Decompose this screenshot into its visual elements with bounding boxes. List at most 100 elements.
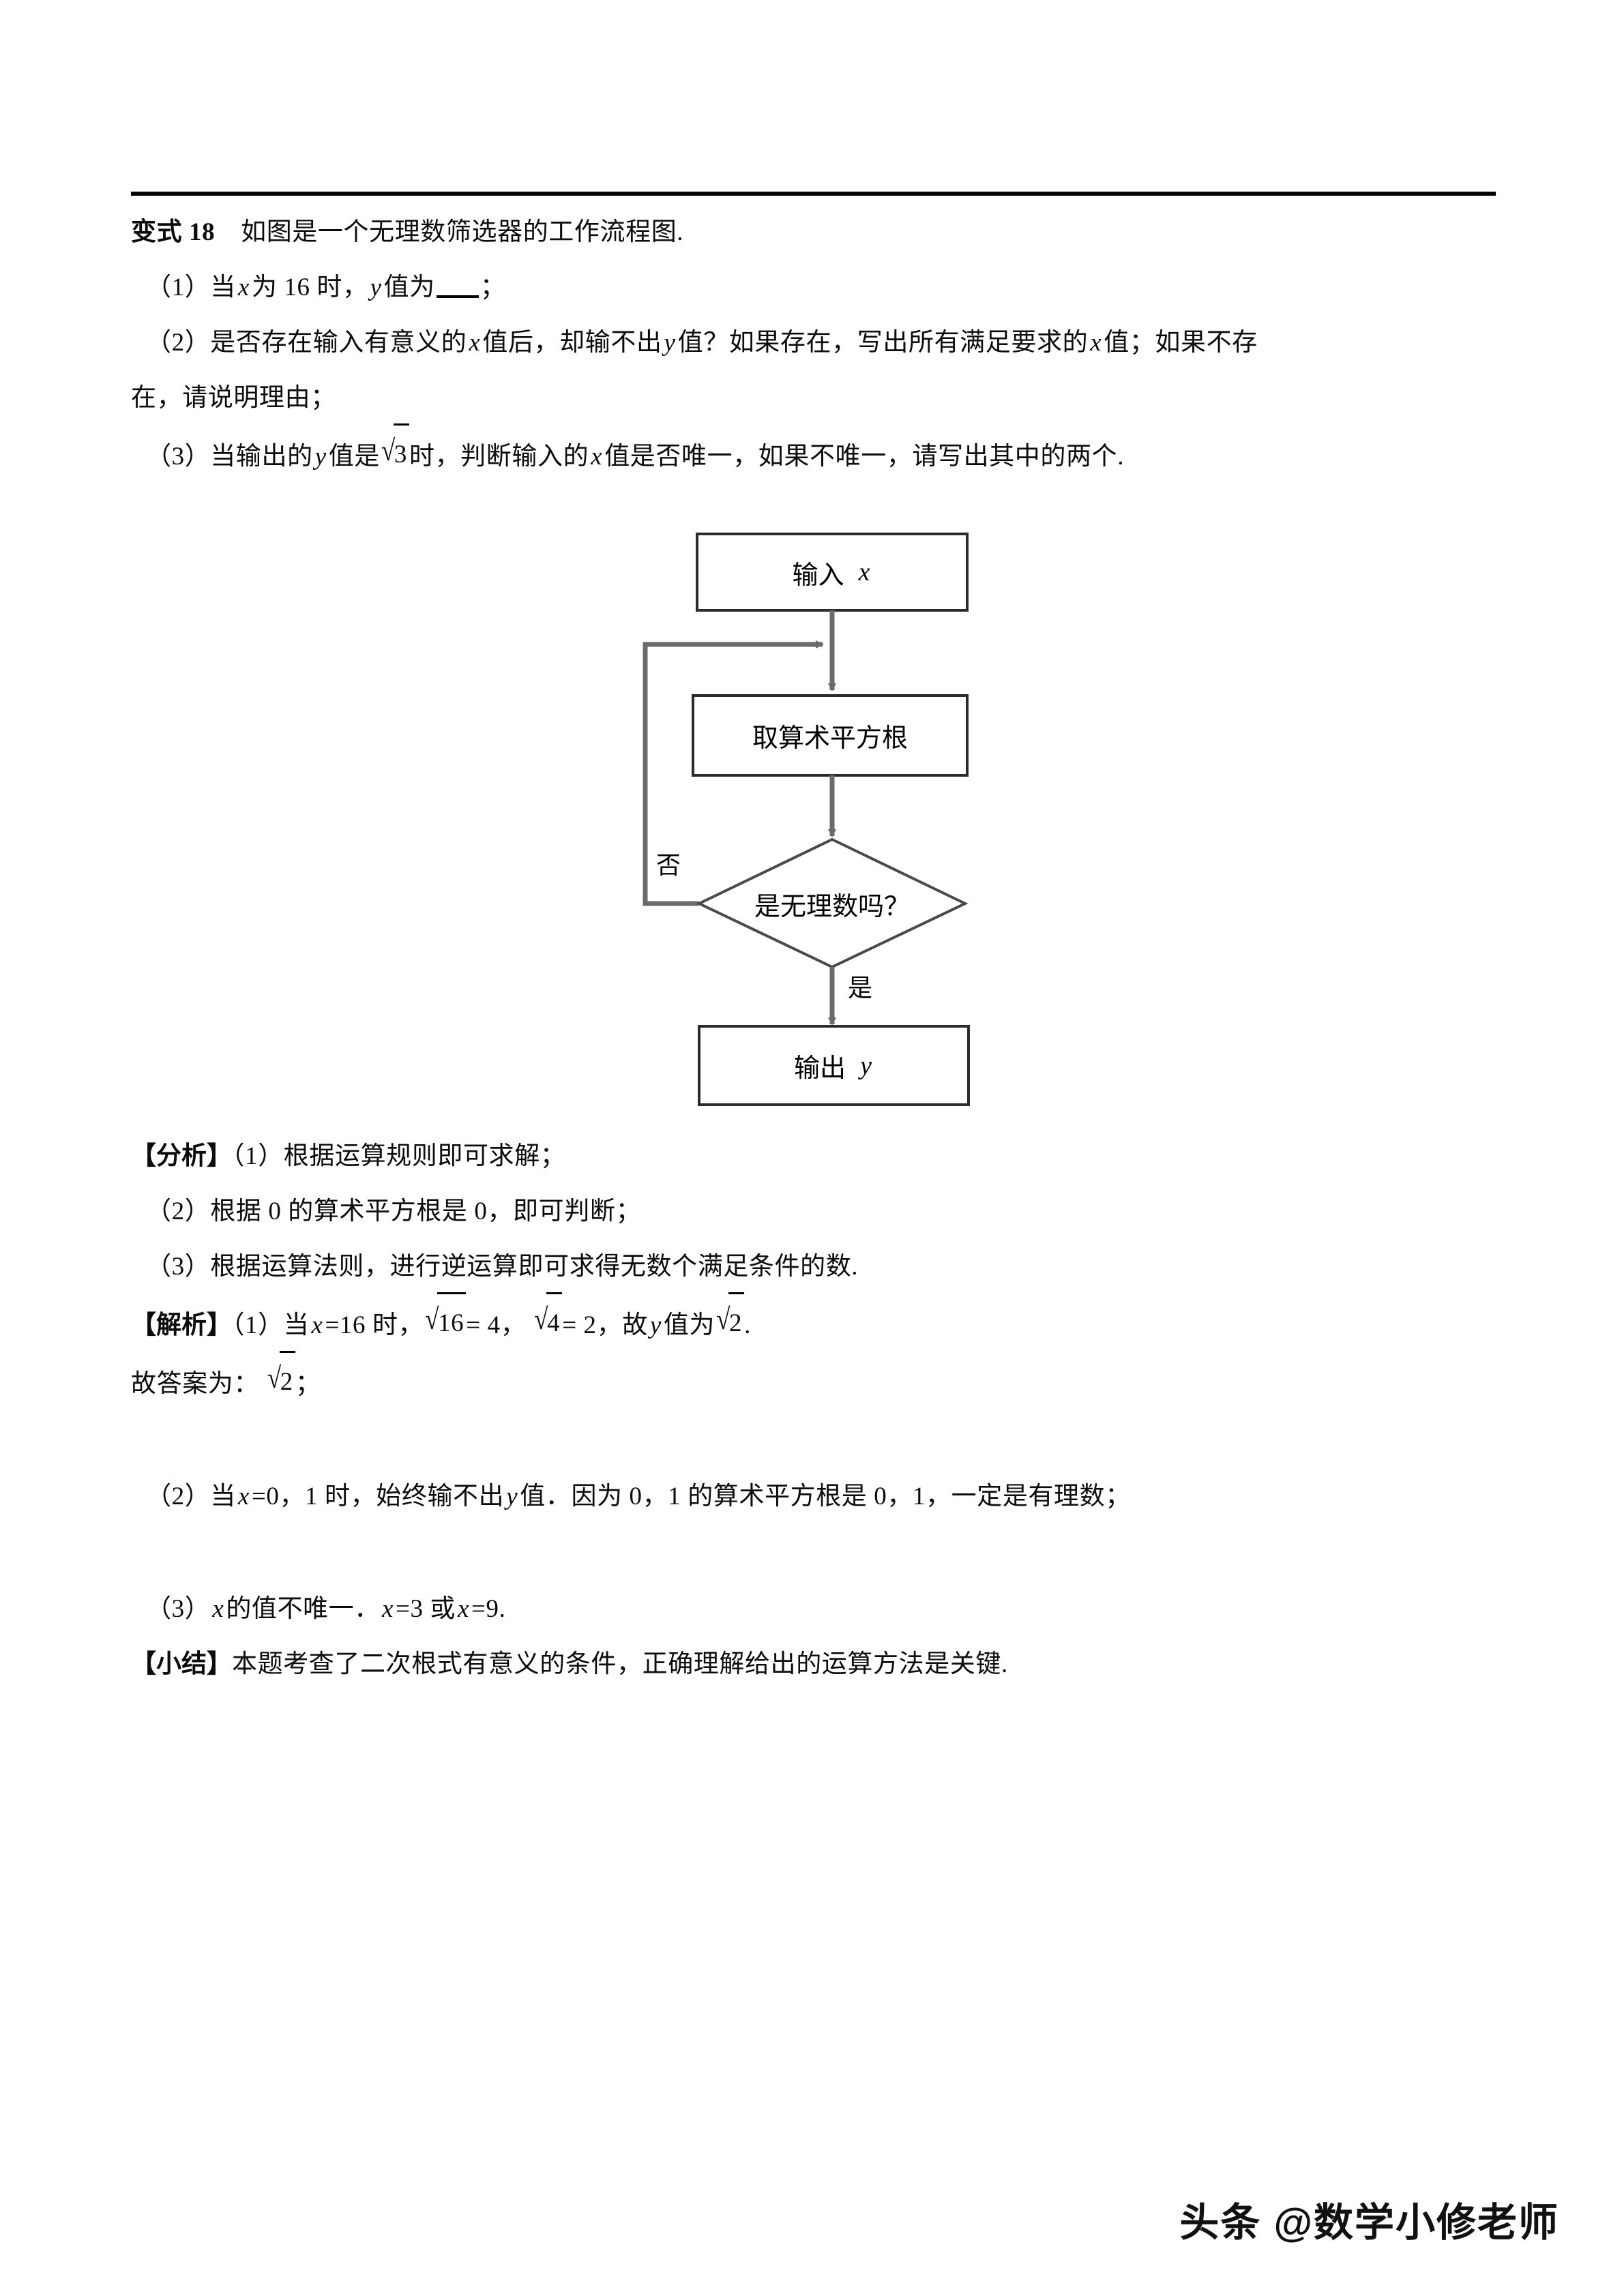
- variable-y: y: [370, 273, 382, 301]
- analysis-text-1: （1）根据运算规则即可求解；: [232, 1142, 566, 1170]
- question-2-line-1: （2）是否存在输入有意义的x值后，却输不出y值？如果存在，写出所有满足要求的x值…: [131, 315, 1502, 370]
- footer-watermark: 头条 @数学小修老师: [1179, 2201, 1559, 2245]
- solution-1-period: .: [744, 1311, 751, 1339]
- variable-x: x: [237, 273, 250, 301]
- summary-line: 【小结】本题考查了二次根式有意义的条件，正确理解给出的运算方法是关键.: [131, 1637, 1502, 1692]
- solution-2-part-b: =0，1 时，始终输不出: [251, 1482, 505, 1510]
- solution-answer-line: 故答案为： √2；: [131, 1351, 1502, 1412]
- flow-edge-label-yes: 是: [848, 974, 873, 1002]
- analysis-line-1: 【分析】（1）根据运算规则即可求解；: [131, 1129, 1502, 1184]
- question-2-part-b: 值后，却输不出: [482, 329, 662, 357]
- question-2-continuation: 在，请说明理由；: [131, 384, 336, 412]
- radical-sign: √: [534, 1303, 549, 1337]
- flow-input-variable: x: [858, 558, 870, 586]
- variable-y: y: [314, 443, 327, 471]
- flow-node-process: [692, 694, 969, 777]
- question-3: （3）当输出的y值是√3时，判断输入的x值是否唯一，如果不唯一，请写出其中的两个…: [131, 423, 1502, 484]
- solution-1-part-c: 值为: [663, 1311, 715, 1339]
- question-2-line-2: 在，请说明理由；: [131, 370, 1502, 426]
- problem-intro: 如图是一个无理数筛选器的工作流程图.: [241, 218, 684, 246]
- variable-y: y: [506, 1482, 518, 1510]
- question-1-part-b: 为 16 时，: [251, 273, 368, 301]
- radicand: 16: [437, 1292, 467, 1351]
- analysis-line-3: （3）根据运算法则，进行逆运算即可求得无数个满足条件的数.: [131, 1239, 1502, 1294]
- solution-3-part-a: （3）: [146, 1595, 211, 1623]
- flow-node-decision-label: 是无理数吗？: [699, 865, 965, 942]
- solution-3-part-d: =9.: [471, 1595, 506, 1623]
- flow-decision-text: 是无理数吗？: [754, 892, 910, 921]
- solution-tag: 【解析】: [131, 1311, 232, 1339]
- radical-sign: √: [267, 1362, 282, 1395]
- sqrt-expression: √3: [380, 423, 409, 484]
- analysis-text-2: （2）根据 0 的算术平方根是 0，即可判断；: [146, 1197, 642, 1225]
- solution-1-part-b: =16 时，: [325, 1311, 424, 1339]
- flow-process-text: 取算术平方根: [752, 724, 908, 753]
- question-1-part-a: （1）当: [146, 273, 236, 301]
- variable-x: x: [237, 1482, 250, 1510]
- variable-x: x: [469, 329, 481, 357]
- sqrt-expression: √16: [424, 1292, 467, 1353]
- solution-line-2: （2）当x=0，1 时，始终输不出y值．因为 0，1 的算术平方根是 0，1，一…: [131, 1469, 1502, 1524]
- sqrt-expression: √2: [266, 1351, 295, 1412]
- problem-heading: 变式 18 如图是一个无理数筛选器的工作流程图.: [131, 205, 1502, 260]
- sqrt-expression: √2: [715, 1292, 745, 1353]
- question-1-part-d: ；: [479, 273, 506, 301]
- radicand: 2: [279, 1351, 295, 1410]
- flow-node-input-label: 输入 x: [697, 534, 967, 610]
- answer-blank[interactable]: [436, 295, 479, 298]
- analysis-section: 【分析】（1）根据运算规则即可求解； （2）根据 0 的算术平方根是 0，即可判…: [131, 1129, 1502, 1692]
- document-content: 变式 18 如图是一个无理数筛选器的工作流程图. （1）当x为 16 时，y值为…: [131, 205, 1502, 484]
- header-rule: [131, 192, 1496, 196]
- flow-node-output-label: 输出 y: [699, 1026, 969, 1105]
- solution-3-part-b: 的值不唯一．: [226, 1595, 380, 1623]
- variable-x: x: [381, 1595, 394, 1623]
- summary-text: 本题考查了二次根式有意义的条件，正确理解给出的运算方法是关键.: [232, 1650, 1008, 1678]
- solution-2-part-c: 值．因为 0，1 的算术平方根是 0，1，一定是有理数；: [520, 1482, 1131, 1510]
- problem-label: 变式 18: [131, 218, 216, 246]
- flow-input-text: 输入: [792, 561, 844, 590]
- radicand: 3: [393, 423, 409, 482]
- spacer-2: [131, 1524, 1502, 1581]
- question-3-part-c: 时，判断输入的: [409, 443, 589, 471]
- spacer-1: [131, 1412, 1502, 1469]
- solution-2-part-a: （2）当: [146, 1482, 236, 1510]
- variable-y: y: [664, 329, 676, 357]
- analysis-line-2: （2）根据 0 的算术平方根是 0，即可判断；: [131, 1184, 1502, 1239]
- flow-output-variable: y: [860, 1051, 872, 1080]
- solution-answer-prefix: 故答案为：: [131, 1370, 259, 1398]
- radical-sign: √: [381, 434, 396, 468]
- radical-sign: √: [425, 1303, 440, 1337]
- question-2-part-a: （2）是否存在输入有意义的: [146, 329, 467, 357]
- flow-node-output: [698, 1025, 970, 1106]
- flow-node-process-label: 取算术平方根: [693, 696, 967, 775]
- question-2-part-d: 值；如果不存: [1104, 329, 1258, 357]
- flowchart: 输入 x 取算术平方根 是无理数吗？ 输出 y 否 是: [0, 505, 1624, 1132]
- flow-edge-label-no: 否: [656, 852, 681, 879]
- question-1-part-c: 值为: [383, 273, 435, 301]
- question-3-part-b: 值是: [328, 443, 380, 471]
- variable-x: x: [311, 1311, 323, 1339]
- flow-output-text: 输出: [794, 1054, 846, 1083]
- solution-line-3: （3）x的值不唯一．x=3 或x=9.: [131, 1581, 1502, 1637]
- summary-tag: 【小结】: [131, 1650, 232, 1678]
- variable-x: x: [591, 443, 603, 471]
- radicand: 4: [546, 1292, 563, 1351]
- variable-y: y: [649, 1311, 662, 1339]
- radical-sign: √: [716, 1303, 730, 1337]
- question-3-part-d: 值是否唯一，如果不唯一，请写出其中的两个.: [604, 443, 1125, 471]
- solution-1-eq-2: = 2，故: [562, 1311, 648, 1339]
- radicand: 2: [728, 1292, 745, 1351]
- flow-edge-no-loop: [643, 640, 824, 906]
- analysis-tag: 【分析】: [131, 1142, 232, 1170]
- flow-node-input: [696, 533, 969, 612]
- solution-3-part-c: =3 或: [395, 1595, 456, 1623]
- variable-x: x: [1090, 329, 1102, 357]
- variable-x: x: [458, 1595, 470, 1623]
- solution-answer-suffix: ；: [295, 1370, 321, 1398]
- question-3-part-a: （3）当输出的: [146, 443, 313, 471]
- solution-line-1: 【解析】（1）当x=16 时，√16= 4， √4= 2，故y值为√2.: [131, 1292, 1502, 1353]
- question-2-part-c: 值？如果存在，写出所有满足要求的: [677, 329, 1089, 357]
- solution-1-part-a: （1）当: [232, 1311, 310, 1339]
- analysis-text-3: （3）根据运算法则，进行逆运算即可求得无数个满足条件的数.: [146, 1253, 859, 1281]
